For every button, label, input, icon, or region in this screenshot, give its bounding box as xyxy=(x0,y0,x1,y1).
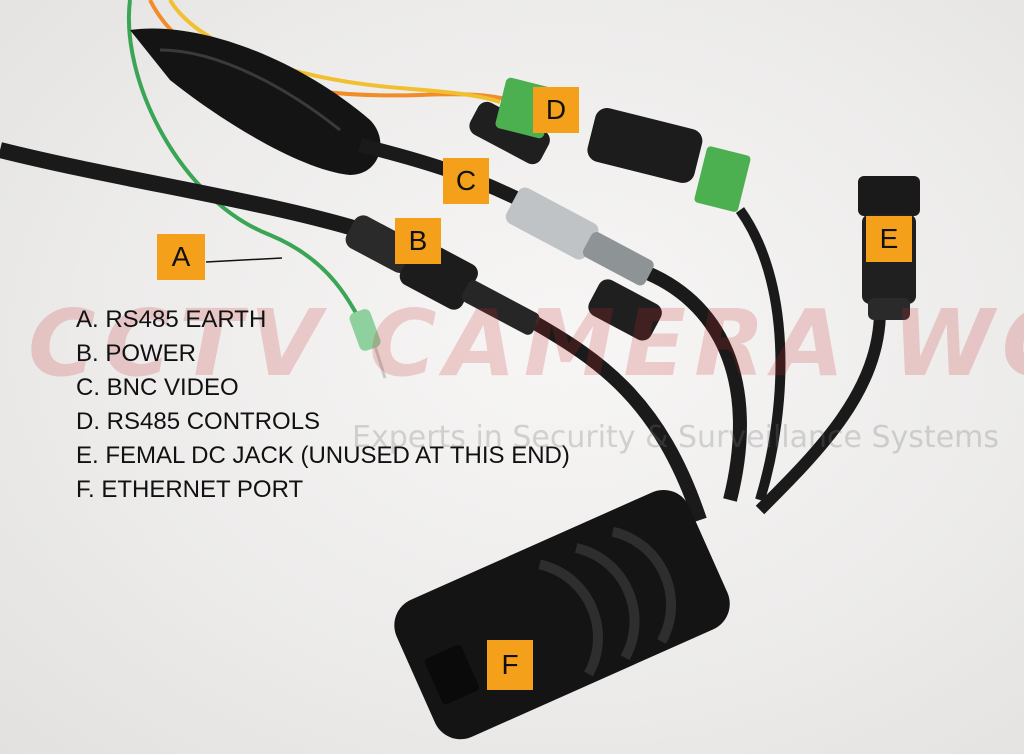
legend-item-c: C. BNC VIDEO xyxy=(76,374,239,401)
power-cable xyxy=(0,142,363,238)
legend-item-e: E. FEMAL DC JACK (UNUSED AT THIS END) xyxy=(76,442,570,469)
callout-a: A xyxy=(157,234,205,280)
wire-ferrule xyxy=(349,309,381,351)
legend-item-b: B. POWER xyxy=(76,340,197,367)
cable-to-module-4 xyxy=(755,309,886,515)
callout-b: B xyxy=(395,218,441,264)
cable-to-module-3 xyxy=(735,207,786,502)
bnc-connector xyxy=(469,101,662,341)
bnc-cable xyxy=(358,138,524,207)
shrink-bundle xyxy=(130,28,381,175)
rs485-earth-wire xyxy=(126,0,372,341)
legend-item-f: F. ETHERNET PORT xyxy=(76,476,304,503)
cable-to-module-2 xyxy=(637,263,747,502)
callout-e: E xyxy=(866,216,912,262)
legend-list: A. RS485 EARTH B. POWER C. BNC VIDEO D. … xyxy=(76,303,570,507)
ethernet-module xyxy=(394,489,730,740)
legend-item-a: A. RS485 EARTH xyxy=(76,306,267,333)
legend-item-d: D. RS485 CONTROLS xyxy=(76,408,321,435)
cable-to-module-1 xyxy=(526,313,707,523)
callout-c: C xyxy=(443,158,489,204)
callout-a-leader xyxy=(205,257,283,263)
callout-f: F xyxy=(487,640,533,690)
callout-d: D xyxy=(533,87,579,133)
yellow-wire xyxy=(168,0,501,104)
